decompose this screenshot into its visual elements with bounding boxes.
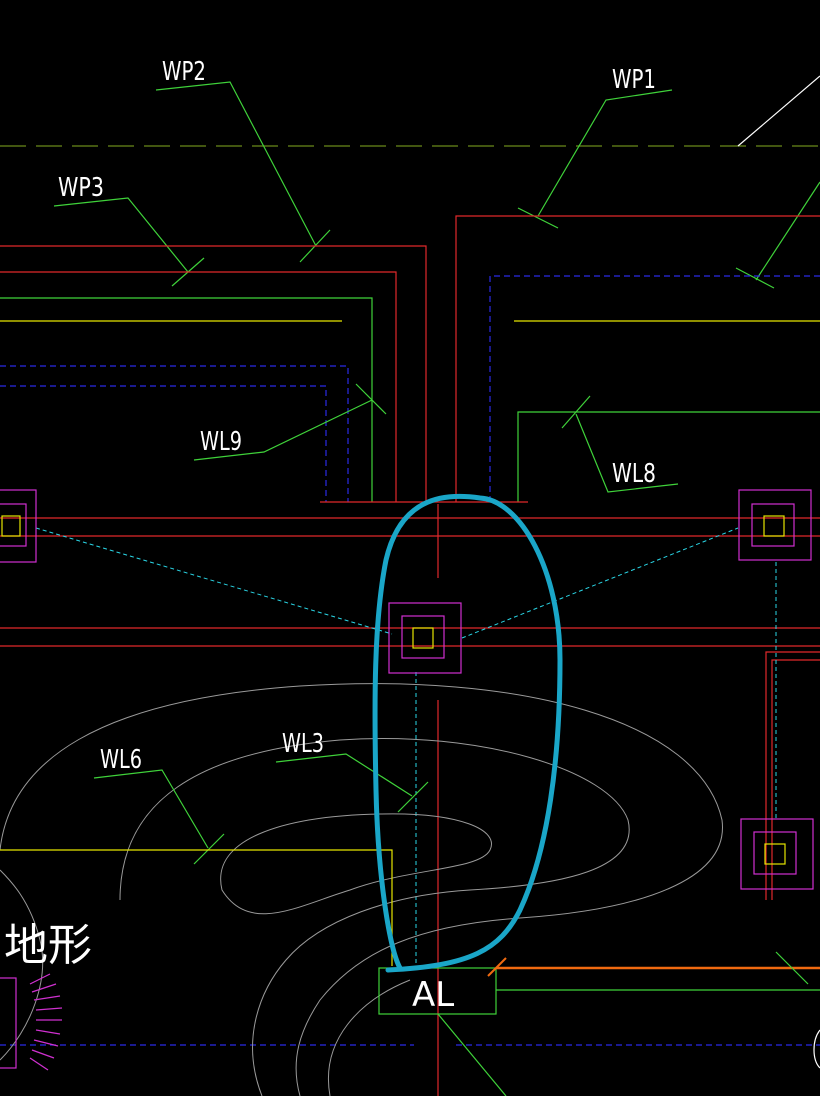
wp2-leader xyxy=(155,81,331,263)
highlight-annotation xyxy=(372,493,563,973)
column-center xyxy=(388,602,462,674)
wp1-leader xyxy=(517,89,820,289)
blue-dashed-conduits xyxy=(0,275,820,1046)
green-tick xyxy=(775,951,809,985)
white-diagonal-line xyxy=(737,75,820,147)
wl9-leader xyxy=(193,383,387,461)
right-edge-mark xyxy=(813,1029,820,1069)
label-wl3: WL3 xyxy=(282,729,324,759)
cyan-connectors xyxy=(35,527,777,968)
green-conduit-right xyxy=(517,411,820,502)
label-panel-al: AL xyxy=(412,975,454,1015)
label-wl9: WL9 xyxy=(200,427,242,457)
red-conduit-right xyxy=(455,215,820,502)
terrain-contours xyxy=(0,683,723,1096)
label-wl6: WL6 xyxy=(100,745,142,775)
green-conduit-left xyxy=(0,297,373,502)
column-right-bottom xyxy=(740,818,814,890)
label-wp2: WP2 xyxy=(162,57,206,87)
label-wp1: WP1 xyxy=(612,65,656,95)
column-left xyxy=(0,489,37,563)
orange-tick xyxy=(487,957,507,977)
yellow-feed-line xyxy=(0,849,393,966)
red-beams xyxy=(0,504,820,1096)
wp3-leader xyxy=(53,197,205,287)
red-conduit-left xyxy=(0,245,427,502)
label-terrain: 地形 xyxy=(4,920,92,971)
column-right-top xyxy=(738,489,812,561)
label-wl8: WL8 xyxy=(612,459,656,489)
green-diag-bottom xyxy=(437,1013,507,1096)
wl6-leader xyxy=(93,769,225,865)
panel-al-box[interactable] xyxy=(378,967,497,1015)
wl8-leader xyxy=(561,395,679,493)
wl3-leader xyxy=(275,753,429,813)
label-wp3: WP3 xyxy=(58,173,104,203)
left-edge-symbol xyxy=(0,973,63,1071)
